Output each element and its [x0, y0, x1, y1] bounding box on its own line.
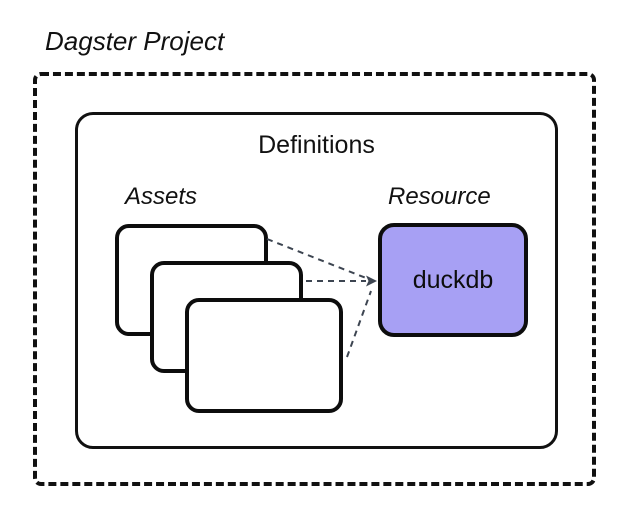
resource-node-label: duckdb [412, 265, 494, 294]
definitions-label: Definitions [258, 131, 375, 159]
project-boundary-dashed-box [33, 72, 596, 486]
assets-group-label: Assets [125, 183, 198, 210]
resource-node-duckdb: duckdb [378, 223, 528, 337]
resource-group-label: Resource [388, 183, 491, 210]
asset-card [185, 298, 343, 413]
diagram-title: Dagster Project [45, 26, 225, 56]
